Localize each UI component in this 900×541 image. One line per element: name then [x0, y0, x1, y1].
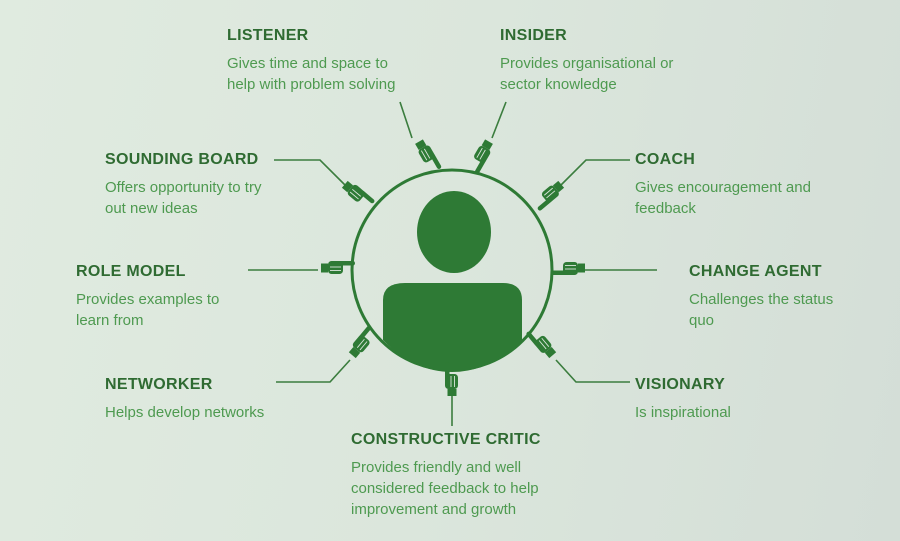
- role-title: COACH: [635, 151, 696, 168]
- pointing-hand-icon: [340, 178, 376, 212]
- role-constructive-critic: CONSTRUCTIVE CRITIC Provides friendly an…: [351, 431, 566, 520]
- role-description: Provides friendly and well considered fe…: [351, 459, 539, 518]
- role-title: VISIONARY: [635, 376, 726, 393]
- role-change-agent: CHANGE AGENT Challenges the status quo: [689, 263, 859, 331]
- role-title: ROLE MODEL: [76, 263, 186, 280]
- connector-networker: [276, 359, 351, 383]
- pointing-hand-icon: [530, 179, 567, 212]
- role-description: Gives encouragement and feedback: [635, 179, 811, 217]
- role-description: Provides examples to learn from: [76, 291, 220, 329]
- role-title: CONSTRUCTIVE CRITIC: [351, 431, 541, 448]
- role-title: INSIDER: [500, 27, 567, 44]
- connector-coach: [559, 159, 630, 187]
- connector-lines: [248, 101, 657, 426]
- role-coach: COACH Gives encouragement and feedback: [635, 151, 830, 219]
- pointing-hand-icon: [320, 260, 356, 275]
- role-insider: INSIDER Provides organisational or secto…: [500, 27, 680, 95]
- pointing-hand-icon: [550, 261, 586, 276]
- role-description: Offers opportunity to try out new ideas: [105, 179, 262, 217]
- role-title: CHANGE AGENT: [689, 263, 822, 280]
- role-description: Gives time and space to help with proble…: [227, 55, 396, 93]
- role-title: LISTENER: [227, 27, 309, 44]
- connector-sounding-board: [274, 159, 347, 187]
- role-role-model: ROLE MODEL Provides examples to learn fr…: [76, 263, 226, 331]
- connector-listener: [399, 101, 413, 139]
- role-listener: LISTENER Gives time and space to help wi…: [227, 27, 417, 95]
- person-silhouette-icon: [383, 191, 522, 372]
- role-description: Challenges the status quo: [689, 291, 834, 329]
- role-visionary: VISIONARY Is inspirational: [635, 376, 785, 423]
- role-sounding-board: SOUNDING BOARD Offers opportunity to try…: [105, 151, 265, 219]
- pointing-hand-icon: [413, 137, 443, 175]
- pointing-hand-icon: [346, 324, 380, 360]
- role-description: Helps develop networks: [105, 404, 265, 421]
- role-title: NETWORKER: [105, 376, 213, 393]
- central-person: [350, 168, 554, 372]
- connector-visionary: [555, 359, 630, 383]
- role-description: Provides organisational or sector knowle…: [500, 55, 674, 93]
- connector-insider: [491, 101, 507, 139]
- role-description: Is inspirational: [635, 404, 731, 421]
- role-title: SOUNDING BOARD: [105, 151, 259, 168]
- pointing-hand-icon: [466, 138, 496, 176]
- role-networker: NETWORKER Helps develop networks: [105, 376, 305, 423]
